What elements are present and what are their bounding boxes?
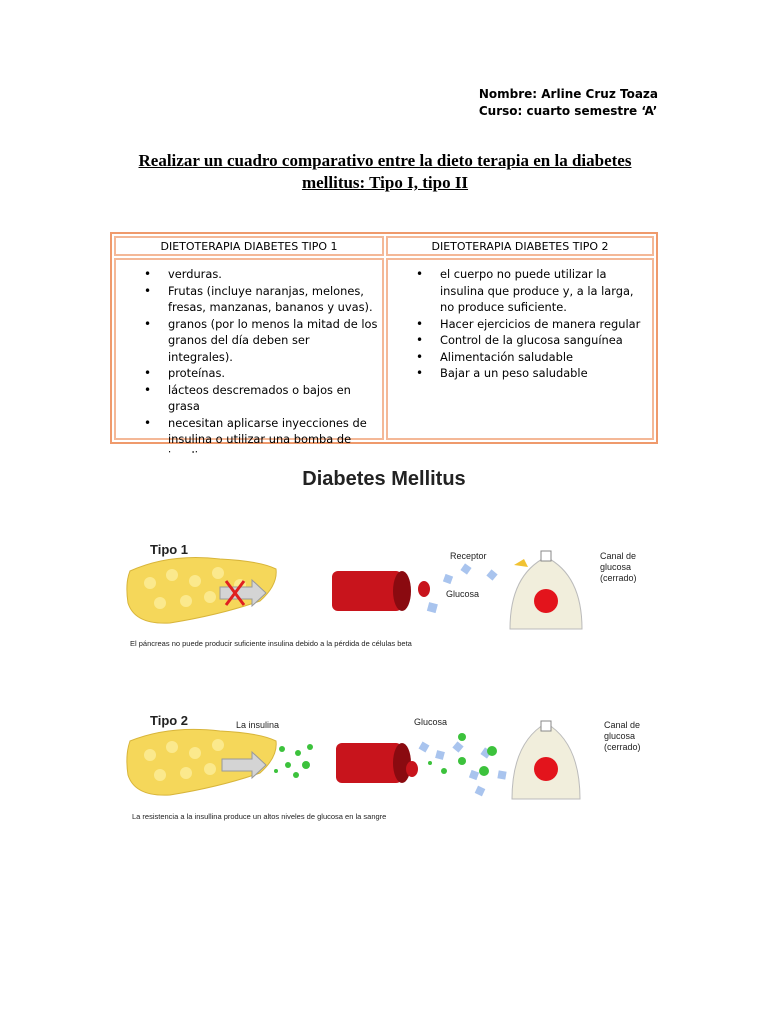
document-title: Realizar un cuadro comparativo entre la … [110,150,660,194]
list-item: Control de la glucosa sanguínea [402,332,648,349]
list-item: proteínas. [130,365,378,382]
tipo1-caption: El páncreas no puede producir suficiente… [130,639,413,648]
table-cell-type1: verduras.Frutas (incluye naranjas, melon… [114,258,384,463]
insulin-molecules [274,744,313,778]
glucose-molecules-tipo1 [426,563,498,614]
blood-vessel-tipo1 [332,571,430,611]
tipo2-caption: La resistencia a la insullina produce un… [132,812,386,821]
table-cell-type2: el cuerpo no puede utilizar la insulina … [386,258,654,440]
canal-label-tipo1-a: Canal de [600,551,636,561]
title-line-2: mellitus: Tipo I, tipo II [301,173,469,192]
comparison-table: DIETOTERAPIA DIABETES TIPO 1 DIETOTERAPI… [110,232,658,463]
list-item: verduras. [130,266,378,283]
canal-label-tipo1-b: glucosa [600,562,631,572]
canal-label-tipo2-b: glucosa [604,731,635,741]
type2-diet-list: el cuerpo no puede utilizar la insulina … [388,260,652,382]
list-item: Alimentación saludable [402,349,648,366]
pancreas-tipo1 [126,557,277,624]
insulina-label: La insulina [236,720,279,730]
receptor-icon [514,559,528,567]
pancreas-tipo2 [126,728,277,796]
blood-vessel-tipo2 [336,743,418,783]
receptor-label: Receptor [450,551,487,561]
canal-label-tipo2-a: Canal de [604,720,640,730]
table-header-type2: DIETOTERAPIA DIABETES TIPO 2 [386,236,654,256]
title-line-1: Realizar un cuadro comparativo entre la … [138,151,632,170]
glucosa-label-tipo2: Glucosa [414,717,447,727]
diabetes-mellitus-figure: Diabetes Mellitus Tipo 1 Receptor Gluco [110,453,658,853]
glucose-insulin-mix [418,733,507,797]
list-item: Hacer ejercicios de manera regular [402,316,648,333]
list-item: lácteos descremados o bajos en grasa [130,382,378,415]
cell-tipo2 [511,720,581,800]
cross-icon [224,580,246,606]
canal-label-tipo2-c: (cerrado) [604,742,641,752]
arrow-icon [219,578,267,608]
glucosa-label-tipo1: Glucosa [446,589,479,599]
type1-diet-list: verduras.Frutas (incluye naranjas, melon… [116,260,382,464]
list-item: Frutas (incluye naranjas, melones, fresa… [130,283,378,316]
list-item: Bajar a un peso saludable [402,365,648,382]
cell-tipo1 [509,550,583,630]
arrow-icon [221,750,267,780]
course-info: Curso: cuarto semestre ‘A’ [478,104,658,118]
student-name: Nombre: Arline Cruz Toaza [478,87,658,101]
tipo2-label: Tipo 2 [150,713,188,728]
list-item: el cuerpo no puede utilizar la insulina … [402,266,648,316]
tipo1-label: Tipo 1 [150,542,188,557]
author-info: Nombre: Arline Cruz Toaza Curso: cuarto … [479,86,658,120]
list-item: granos (por lo menos la mitad de los gra… [130,316,378,366]
canal-label-tipo1-c: (cerrado) [600,573,637,583]
table-header-type1: DIETOTERAPIA DIABETES TIPO 1 [114,236,384,256]
figure-title: Diabetes Mellitus [302,468,465,490]
